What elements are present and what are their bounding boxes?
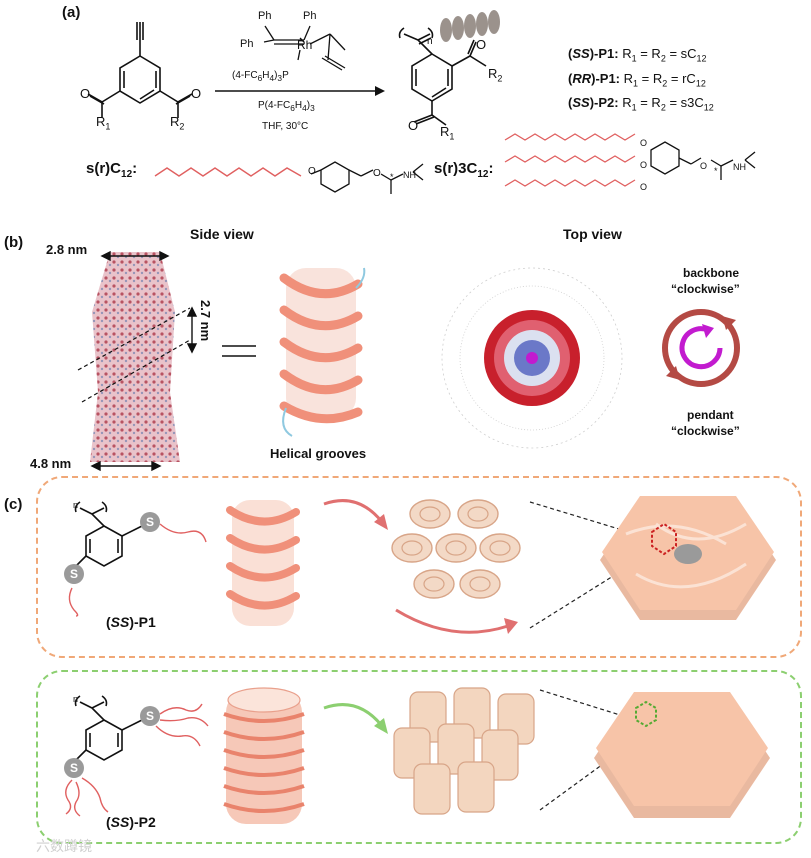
- dim-pitch-label: 2.7 nm: [198, 300, 213, 342]
- monomer-o-right: O: [191, 86, 202, 101]
- p1-s-badge-1: S: [146, 515, 155, 529]
- watermark: 六数蹲镜: [36, 838, 92, 854]
- p1-curved-arrow-top: [323, 499, 388, 530]
- polymer-o-top: O: [476, 37, 487, 52]
- p2-curved-arrow: [323, 703, 388, 734]
- p1-name: (SS)-P1: [106, 614, 156, 630]
- side-chain-2-structure: [504, 133, 756, 187]
- helical-grooves-label: Helical grooves: [270, 446, 367, 461]
- p1-hexagon-film: [600, 496, 776, 620]
- p2-helix: [223, 687, 305, 824]
- polymer-n: n: [427, 36, 433, 47]
- catalyst-ph-l: Ph: [240, 38, 254, 50]
- p1-helix: [226, 500, 300, 626]
- p2-s-badge-1: S: [146, 709, 155, 723]
- catalyst-ph-tl: Ph: [258, 10, 272, 22]
- side-chain-2-nh: NH: [733, 162, 746, 172]
- side-chain-2-o2: O: [640, 160, 648, 170]
- helix-cartoon: [279, 267, 366, 437]
- p1-s-badge-2: S: [70, 567, 79, 581]
- p1-curved-arrow-bottom: [395, 608, 518, 634]
- backbone-label: backbone: [683, 266, 740, 280]
- p1-assembly: [391, 499, 521, 599]
- product-ss-p2: (SS)-P2: R1 = R2 = s3C12: [568, 95, 714, 113]
- p2-assembly: [393, 687, 535, 815]
- p2-box: [36, 670, 802, 844]
- reaction-arrow: [215, 86, 385, 96]
- monomer-r1: R1: [96, 114, 111, 132]
- p1-structure: [64, 501, 207, 617]
- monomer-o-left: O: [80, 86, 91, 101]
- side-chain-2-o1: O: [640, 138, 648, 148]
- p2-n: n: [73, 694, 79, 704]
- polymer-structure: [398, 10, 500, 126]
- p1-zoom-lines: [529, 501, 643, 629]
- side-chain-2-star: *: [714, 166, 718, 176]
- side-chain-2-label: s(r)3C12:: [434, 160, 494, 180]
- side-chain-2-o3: O: [640, 182, 648, 192]
- reagent-text: P(4-FC6H4)3: [258, 100, 315, 113]
- side-chain-2-o4: O: [700, 161, 708, 171]
- backbone-sense: “clockwise”: [671, 282, 740, 296]
- molecular-model-side: [90, 252, 180, 462]
- pendant-label: pendant: [687, 408, 734, 422]
- side-chain-1-o1: O: [308, 166, 316, 177]
- p2-structure: [64, 695, 209, 817]
- p2-hexagon-film: [594, 692, 770, 818]
- p2-name: (SS)-P2: [106, 814, 156, 830]
- polymer-o-bottom: O: [408, 118, 419, 133]
- dim-top-label: 2.8 nm: [46, 242, 88, 257]
- side-chain-1-nh: NH: [403, 170, 416, 180]
- polymer-r2: R2: [488, 66, 503, 84]
- side-chain-1-star: *: [390, 172, 394, 182]
- panel-c-label: (c): [4, 496, 23, 513]
- polymer-r1: R1: [440, 124, 455, 142]
- side-chain-1-label: s(r)C12:: [86, 160, 138, 180]
- dim-bottom-label: 4.8 nm: [30, 456, 72, 471]
- p2-s-badge-2: S: [70, 761, 79, 775]
- monomer-r2: R2: [170, 114, 185, 132]
- product-list: (SS)-P1: R1 = R2 = sC12 (RR)-P1: R1 = R2…: [568, 44, 714, 118]
- catalyst-rh: Rh: [297, 38, 313, 52]
- pendant-sense: “clockwise”: [671, 424, 740, 438]
- molecular-model-top: [441, 267, 623, 449]
- p1-box: [36, 476, 802, 658]
- catalyst-bonds: [263, 25, 346, 71]
- panel-b-label: (b): [4, 234, 24, 251]
- equals-sign: [222, 345, 256, 357]
- rotation-diagram: [662, 309, 740, 387]
- catalyst-ph-tr: Ph: [303, 10, 317, 22]
- product-ss-p1: (SS)-P1: R1 = R2 = sC12: [568, 46, 707, 64]
- side-view-title: Side view: [190, 226, 254, 242]
- catalyst-ligand: (4-FC6H4)3P: [232, 70, 289, 83]
- p1-n: n: [73, 500, 79, 510]
- solvent-text: THF, 30°C: [262, 121, 309, 132]
- product-rr-p1: (RR)-P1: R1 = R2 = rC12: [568, 70, 706, 89]
- monomer-structure: [87, 22, 193, 118]
- panel-a-label: (a): [62, 4, 81, 21]
- side-chain-1-structure: [154, 161, 424, 194]
- side-chain-1-o2: O: [373, 168, 381, 179]
- dimension-markers: [77, 250, 198, 472]
- top-view-title: Top view: [563, 226, 622, 242]
